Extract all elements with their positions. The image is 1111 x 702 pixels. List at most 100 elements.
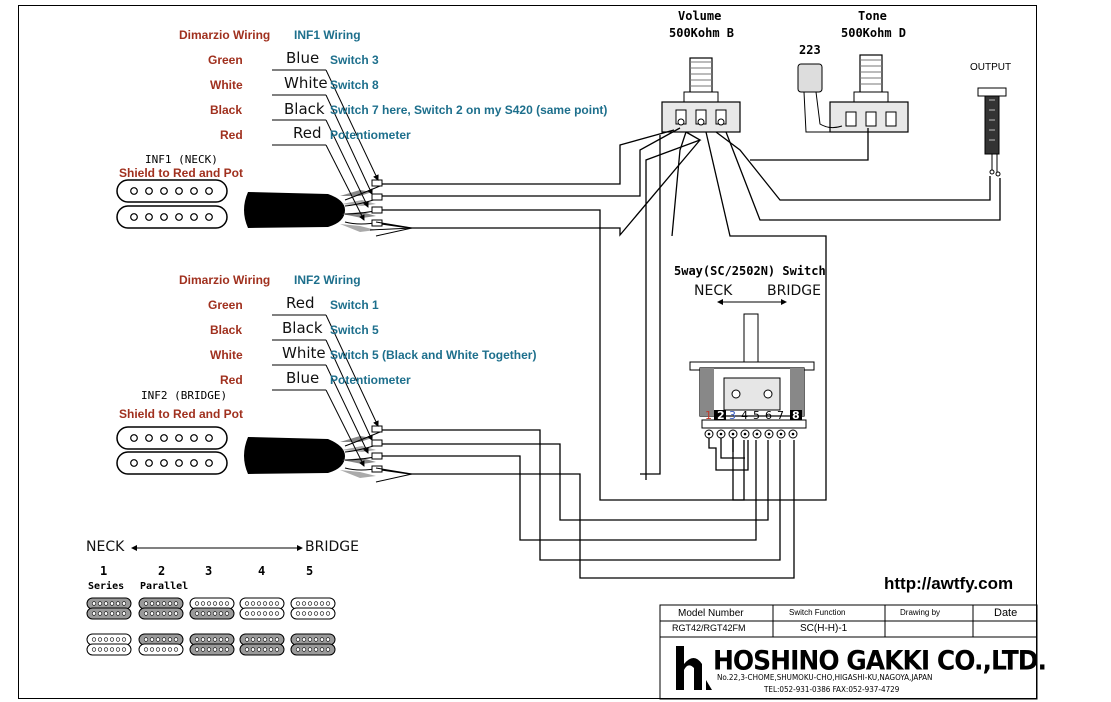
wires	[381, 127, 1001, 579]
tone-title: Tone	[858, 9, 887, 23]
position-pole-piece	[109, 647, 115, 652]
switch-neck-label: NECK	[694, 283, 733, 299]
inf1-cable	[244, 179, 413, 237]
position-pole-piece	[200, 611, 206, 616]
volume-pot	[661, 57, 741, 133]
switch-terminal-6: 6	[765, 409, 772, 422]
inf1-inf-3: Black	[284, 100, 325, 118]
website-url: http://awtfy.com	[884, 574, 1014, 593]
drawing-by-header: Drawing by	[900, 608, 941, 617]
position-pole-piece	[268, 611, 274, 616]
position-pole-piece	[173, 647, 179, 652]
position-pole-piece	[307, 611, 313, 616]
position-pole-piece	[206, 611, 212, 616]
position-pole-piece	[325, 601, 331, 606]
position-pole-piece	[206, 637, 212, 642]
position-pole-piece	[274, 611, 280, 616]
position-pole-piece	[274, 637, 280, 642]
position-pole-piece	[325, 611, 331, 616]
position-pole-piece	[250, 637, 256, 642]
switch-terminal-8: 8	[792, 409, 800, 422]
position-pole-piece	[295, 611, 301, 616]
position-pickup-coil	[239, 643, 285, 656]
position-number-1: 1	[100, 564, 108, 578]
inf2-inf-4: Blue	[286, 369, 320, 387]
position-pole-piece	[224, 601, 230, 606]
position-pole-piece	[274, 601, 280, 606]
position-pole-piece	[313, 637, 319, 642]
position-pole-piece	[200, 637, 206, 642]
position-pole-piece	[319, 601, 325, 606]
position-pole-piece	[200, 601, 206, 606]
inf1-dimarzio-4: Red	[220, 128, 243, 142]
position-pole-piece	[167, 637, 173, 642]
inf1-inf-header: INF1 Wiring	[294, 28, 361, 42]
position-diagrams	[86, 597, 336, 656]
position-pole-piece	[91, 637, 97, 642]
inf2-pickup-label: INF2 (BRIDGE)	[141, 389, 228, 402]
tone-value: 500Kohm D	[841, 26, 907, 40]
position-pole-piece	[301, 601, 307, 606]
position-pole-piece	[256, 601, 262, 606]
position-series-label: Series	[88, 581, 125, 592]
position-pole-piece	[325, 637, 331, 642]
position-number-3: 3	[205, 564, 213, 578]
inf2-dimarzio-1: Green	[208, 298, 243, 312]
position-pole-piece	[194, 647, 200, 652]
position-pole-piece	[218, 601, 224, 606]
position-pickup-coil	[239, 607, 285, 620]
position-pole-piece	[161, 601, 167, 606]
position-pole-piece	[212, 647, 218, 652]
position-pole-piece	[97, 647, 103, 652]
inf2-dimarzio-2: Black	[210, 323, 243, 337]
position-pole-piece	[250, 647, 256, 652]
company-phone-fax: TEL:052-931-0386 FAX:052-937-4729	[764, 685, 900, 694]
position-pole-piece	[325, 647, 331, 652]
position-pole-piece	[149, 611, 155, 616]
inf1-inf-2: White	[284, 74, 328, 92]
switch-function-header: Switch Function	[789, 608, 846, 617]
position-pole-piece	[262, 647, 268, 652]
inf2-dest-4: Potentiometer	[330, 373, 411, 387]
position-pole-piece	[155, 611, 161, 616]
inf2-dest-3: Switch 5 (Black and White Together)	[330, 348, 537, 362]
switch-terminal-2: 2	[717, 409, 725, 422]
company-logo-mark	[676, 646, 712, 690]
position-pole-piece	[194, 611, 200, 616]
position-pole-piece	[161, 611, 167, 616]
position-pole-piece	[224, 637, 230, 642]
position-pickup-coil	[138, 607, 184, 620]
position-pole-piece	[218, 647, 224, 652]
position-pole-piece	[256, 637, 262, 642]
position-pole-piece	[218, 611, 224, 616]
switch-terminal-5: 5	[753, 409, 760, 422]
position-pole-piece	[212, 637, 218, 642]
position-pole-piece	[167, 611, 173, 616]
position-pole-piece	[155, 637, 161, 642]
switch-bridge-label: BRIDGE	[767, 283, 821, 299]
inf2-inf-2: Black	[282, 319, 323, 337]
position-number-4: 4	[258, 564, 266, 578]
position-pole-piece	[109, 601, 115, 606]
position-pole-piece	[121, 601, 127, 606]
position-pole-piece	[307, 647, 313, 652]
inf2-dest-1: Switch 1	[330, 298, 379, 312]
position-pole-piece	[256, 611, 262, 616]
inf1-dimarzio-2: White	[210, 78, 243, 92]
position-pole-piece	[115, 611, 121, 616]
position-pole-piece	[115, 637, 121, 642]
position-pole-piece	[97, 611, 103, 616]
position-pickup-coil	[138, 643, 184, 656]
model-number-header: Model Number	[678, 608, 744, 619]
inf1-dest-4: Potentiometer	[330, 128, 411, 142]
position-pole-piece	[121, 611, 127, 616]
position-pole-piece	[206, 601, 212, 606]
position-number-2: 2	[158, 564, 166, 578]
position-number-5: 5	[306, 564, 314, 578]
position-pole-piece	[307, 637, 313, 642]
capacitor-label: 223	[799, 43, 821, 57]
position-pole-piece	[103, 647, 109, 652]
position-pole-piece	[155, 601, 161, 606]
position-pole-piece	[97, 601, 103, 606]
